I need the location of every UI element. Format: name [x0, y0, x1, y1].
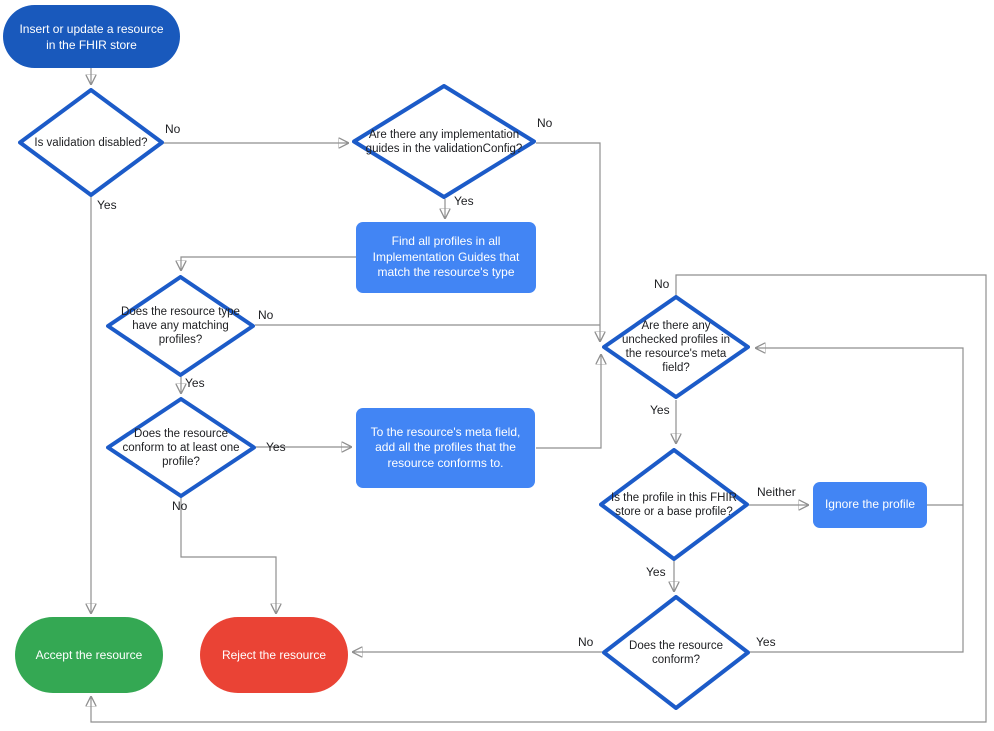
edge-label-unchecked-profiles-yes: Yes	[650, 403, 670, 417]
edge-implementation-guides-no-to-unchecked	[536, 142, 600, 341]
decision-implementation-guides-label: Are there any implementation guides in t…	[365, 128, 523, 155]
edge-unchecked-no-to-accept	[91, 274, 987, 723]
decision-conform-one-profile-label: Does the resource conform to at least on…	[122, 427, 240, 468]
edge-label-resource-conform-yes: Yes	[756, 635, 776, 649]
decision-matching-profiles-label: Does the resource type have any matching…	[121, 306, 240, 346]
edge-label-implementation-guides-yes: Yes	[454, 194, 474, 208]
decision-implementation-guides: Are there any implementation guides in t…	[352, 84, 536, 199]
decision-validation-disabled-label: Is validation disabled?	[34, 136, 148, 149]
edge-label-resource-conform-no: No	[578, 635, 594, 649]
start-node: Insert or update a resource in the FHIR …	[3, 5, 180, 68]
edge-label-matching-profiles-no: No	[258, 308, 274, 322]
diamond-shape	[352, 84, 536, 199]
decision-unchecked-profiles: Are there any unchecked profiles in the …	[602, 295, 750, 399]
edge-label-unchecked-profiles-no: No	[654, 277, 670, 291]
diamond-shape	[599, 448, 749, 561]
decision-resource-conform-label: Does the resource conform?	[629, 639, 723, 666]
process-ignore-profile-label: Ignore the profile	[824, 497, 916, 512]
edge-conform-yes-loop-to-unchecked	[750, 348, 964, 653]
start-node-label: Insert or update a resource in the FHIR …	[19, 21, 164, 52]
decision-unchecked-profiles-label: Are there any unchecked profiles in the …	[621, 320, 731, 374]
decision-matching-profiles: Does the resource type have any matching…	[106, 275, 255, 377]
reject-node: Reject the resource	[200, 617, 348, 693]
decision-profile-in-store-label: Is the profile in this FHIR store or a b…	[611, 491, 737, 518]
diamond-shape	[602, 595, 750, 710]
diamond-shape	[106, 397, 256, 498]
process-add-profiles: To the resource's meta field, add all th…	[356, 408, 535, 488]
process-add-profiles-label: To the resource's meta field, add all th…	[370, 424, 521, 470]
diamond-shape	[18, 88, 164, 197]
process-find-profiles-label: Find all profiles in all Implementation …	[372, 234, 520, 280]
edge-label-matching-profiles-yes: Yes	[185, 376, 205, 390]
diamond-shape	[106, 275, 255, 377]
decision-resource-conform: Does the resource conform?	[602, 595, 750, 710]
decision-profile-in-store: Is the profile in this FHIR store or a b…	[599, 448, 749, 561]
reject-node-label: Reject the resource	[221, 648, 327, 662]
edge-conform-one-no-to-reject	[180, 498, 276, 613]
edge-label-validation-disabled-yes: Yes	[97, 198, 117, 212]
edge-add-profiles-to-unchecked	[536, 355, 601, 449]
edge-label-validation-disabled-no: No	[165, 122, 181, 136]
process-find-profiles: Find all profiles in all Implementation …	[356, 222, 536, 293]
edge-label-conform-one-profile-yes: Yes	[266, 440, 286, 454]
diamond-shape	[602, 295, 750, 399]
process-ignore-profile: Ignore the profile	[813, 482, 927, 528]
edge-label-profile-in-store-yes: Yes	[646, 565, 666, 579]
edge-label-profile-in-store-neither: Neither	[757, 485, 796, 499]
edge-find-profiles-to-matching	[181, 256, 356, 270]
edge-label-conform-one-profile-no: No	[172, 499, 188, 513]
accept-node: Accept the resource	[15, 617, 163, 693]
decision-conform-one-profile: Does the resource conform to at least on…	[106, 397, 256, 498]
decision-validation-disabled: Is validation disabled?	[18, 88, 164, 197]
accept-node-label: Accept the resource	[35, 648, 143, 662]
edge-label-implementation-guides-no: No	[537, 116, 553, 130]
